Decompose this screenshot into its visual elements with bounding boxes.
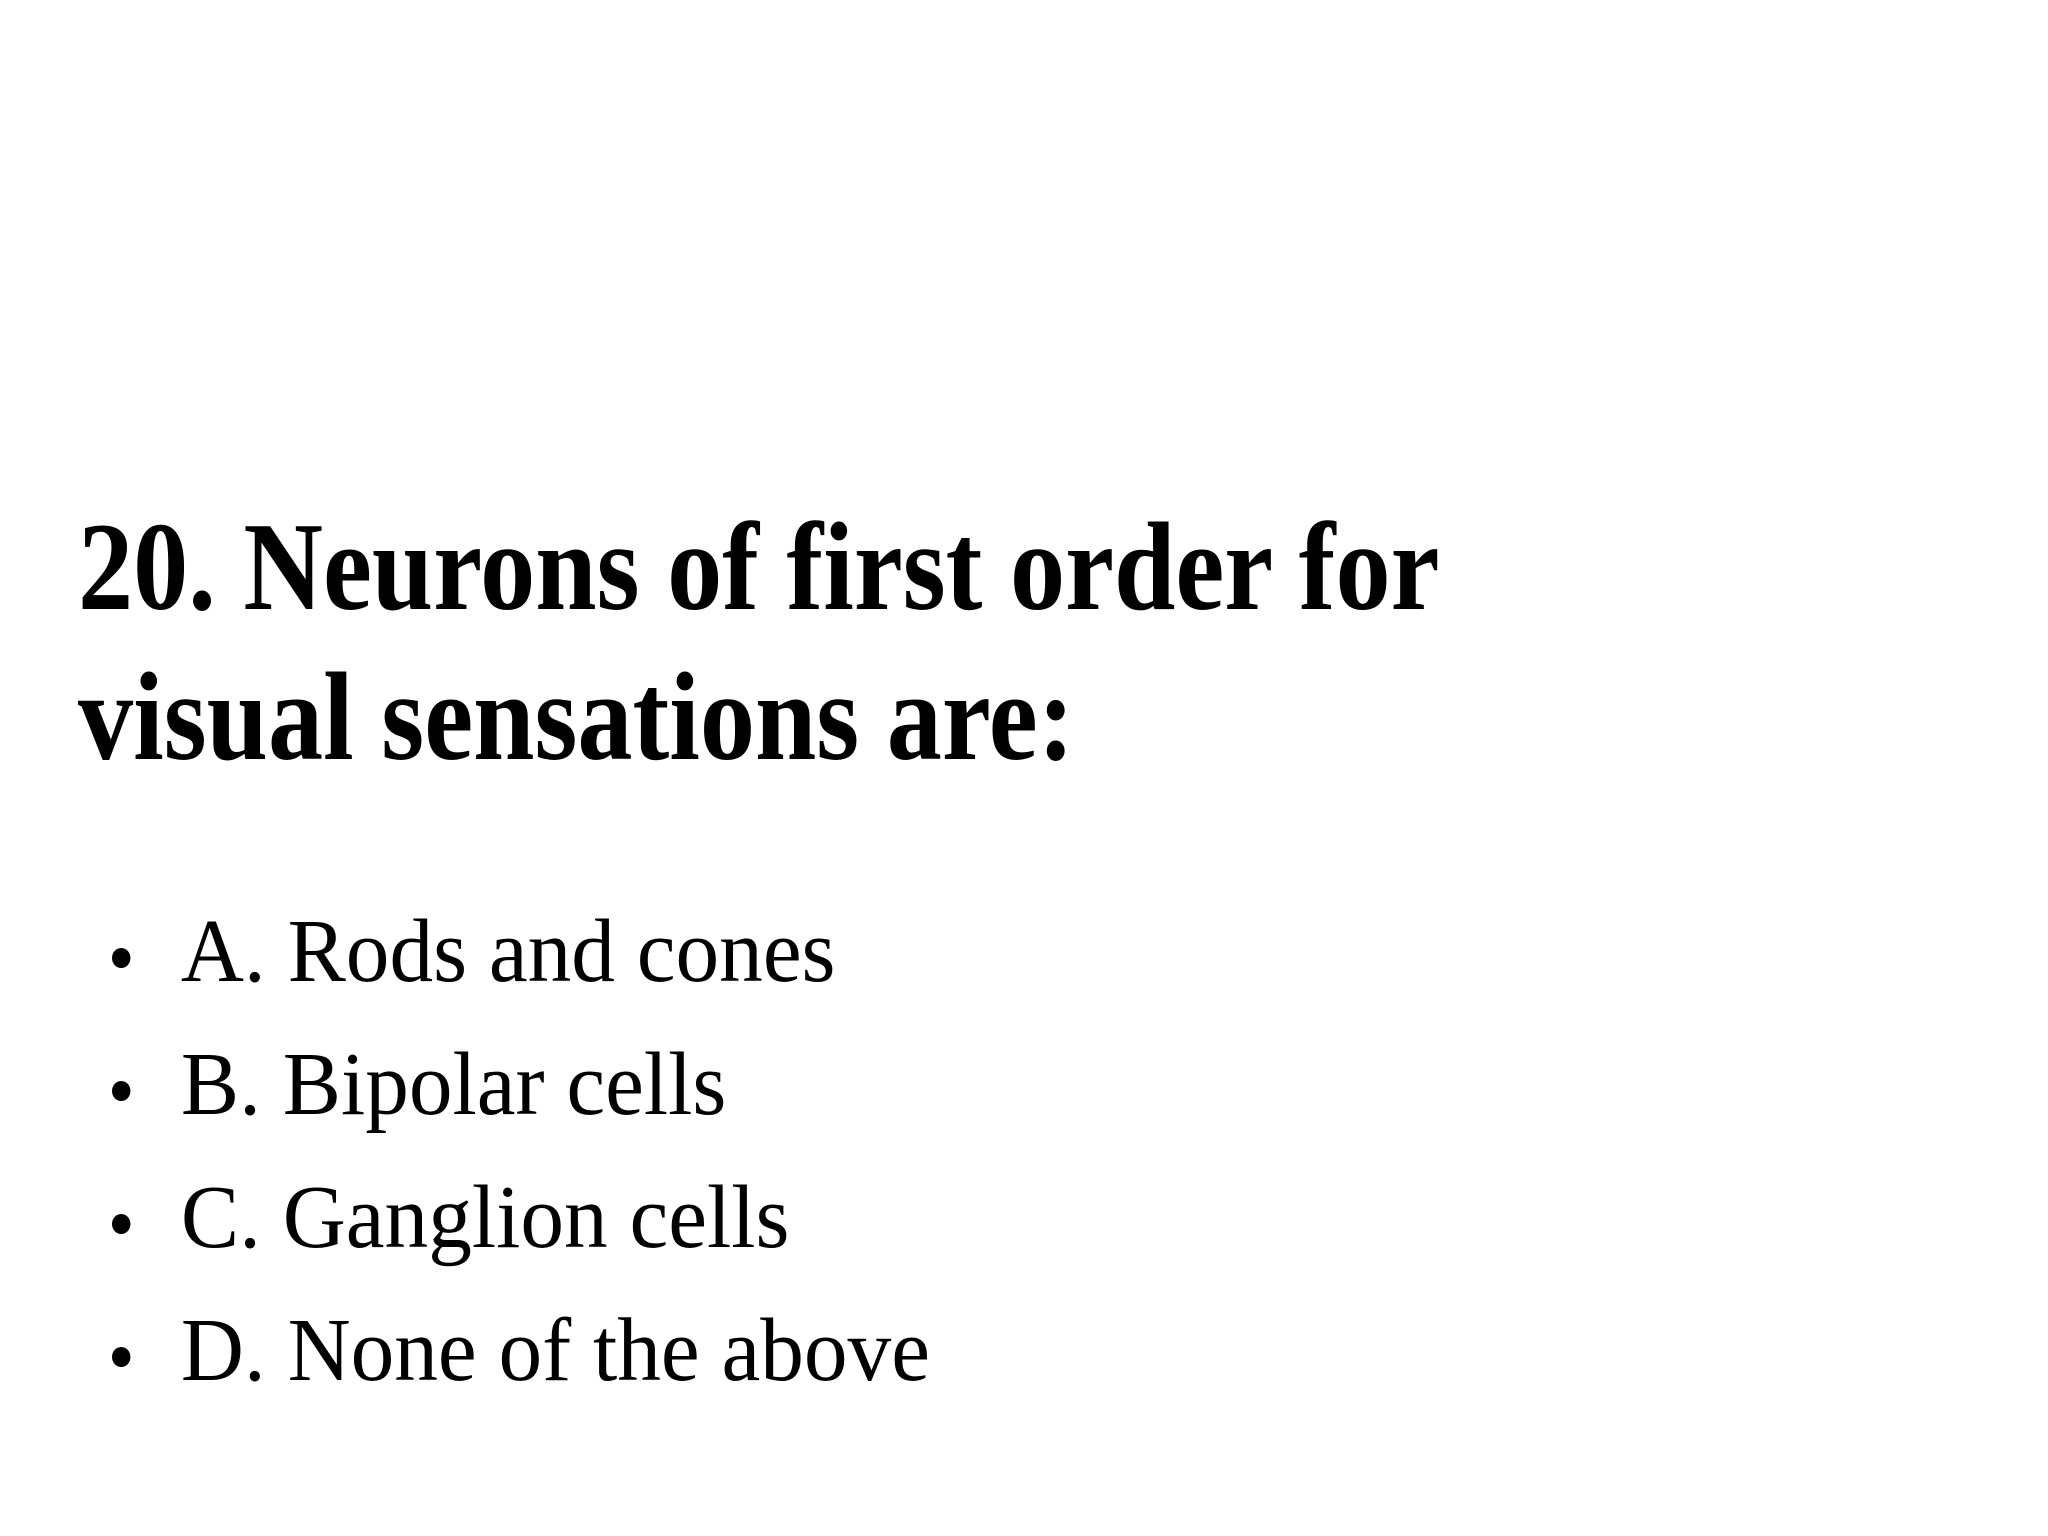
option-item-c: C. Ganglion cells xyxy=(112,1151,930,1284)
bullet-icon xyxy=(112,1081,131,1101)
question-title: 20. Neurons of first order for visual se… xyxy=(78,493,1440,793)
question-title-line1: 20. Neurons of first order for xyxy=(78,498,1440,637)
option-label-a: A. Rods and cones xyxy=(180,902,836,1001)
bullet-icon xyxy=(112,1347,131,1367)
option-item-d: D. None of the above xyxy=(112,1284,930,1417)
question-title-line2: visual sensations are: xyxy=(78,648,1075,787)
option-label-d: D. None of the above xyxy=(180,1301,930,1400)
bullet-icon xyxy=(112,948,131,968)
option-item-b: B. Bipolar cells xyxy=(112,1018,930,1151)
option-label-b: B. Bipolar cells xyxy=(180,1035,727,1134)
answer-options-list: A. Rods and cones B. Bipolar cells C. Ga… xyxy=(112,885,955,1417)
option-item-a: A. Rods and cones xyxy=(112,885,930,1018)
option-label-c: C. Ganglion cells xyxy=(180,1168,790,1267)
bullet-icon xyxy=(112,1214,131,1234)
